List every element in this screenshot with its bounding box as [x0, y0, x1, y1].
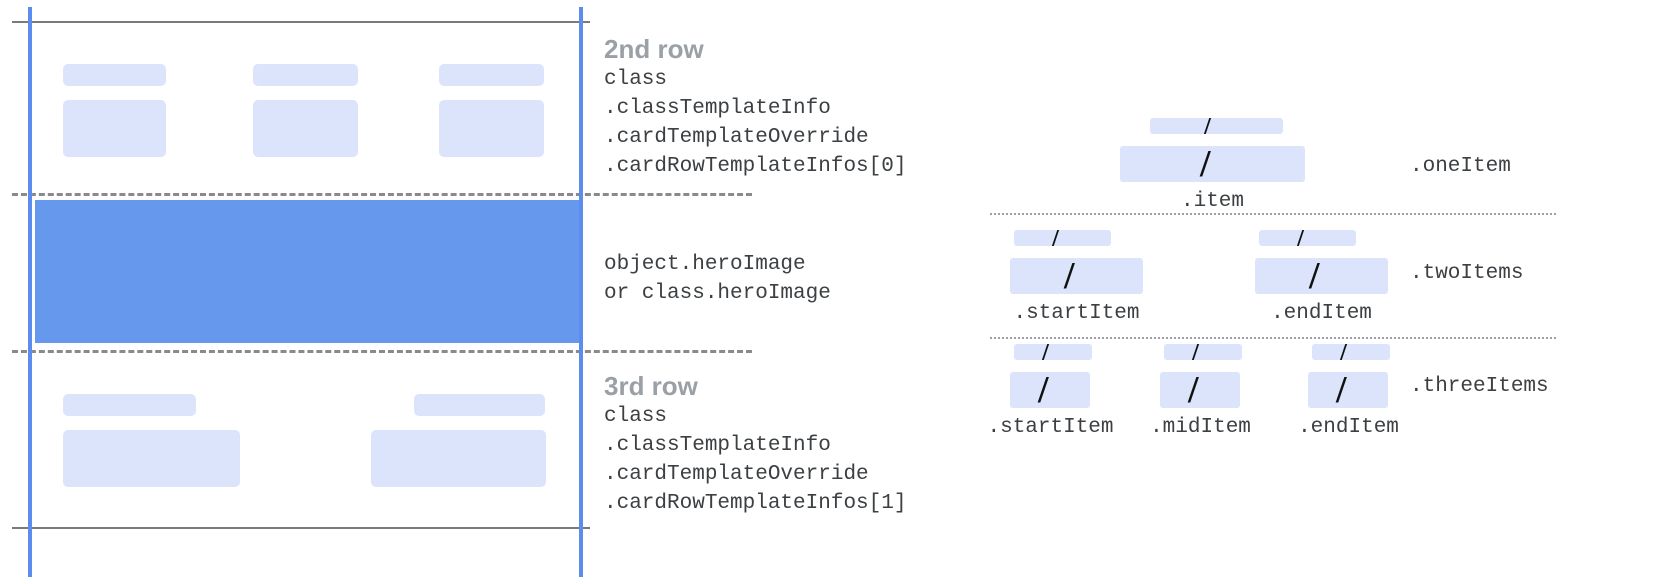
- slash-icon: /: [1297, 230, 1305, 246]
- slot-top-bar: /: [1259, 230, 1356, 246]
- placeholder-label: [439, 64, 544, 86]
- slot-label: .midItem: [1150, 416, 1251, 439]
- annotation-title: 3rd row: [604, 371, 698, 401]
- slot-label: .startItem: [1013, 302, 1140, 325]
- slot-label: .endItem: [1298, 416, 1399, 439]
- slot-label: .item: [1180, 190, 1244, 213]
- placeholder-image: [253, 100, 358, 157]
- slot-label: .startItem: [987, 416, 1114, 439]
- slot-main-bar: /: [1010, 258, 1143, 294]
- card-template-mock: [0, 0, 752, 584]
- card-bottom-rule: [12, 527, 590, 529]
- hero-image-band: [35, 200, 583, 343]
- annotation-code: class .classTemplateInfo .cardTemplateOv…: [604, 405, 907, 515]
- slot-main-bar: /: [1120, 146, 1305, 182]
- placeholder-image: [439, 100, 544, 157]
- variant-label: .twoItems: [1410, 262, 1524, 285]
- slash-icon: /: [1336, 372, 1347, 408]
- row-separator-lower: [12, 350, 752, 353]
- slash-icon: /: [1204, 118, 1212, 134]
- slot-main-bar: /: [1308, 372, 1388, 408]
- variant-separator-1: [990, 213, 1556, 215]
- slot-main-bar: /: [1010, 372, 1090, 408]
- row-separator-upper: [12, 193, 752, 196]
- guide-line-right: [579, 7, 583, 577]
- slot-top-bar: /: [1014, 230, 1111, 246]
- annotation-code: object.heroImage or class.heroImage: [604, 253, 831, 305]
- card-top-rule: [12, 21, 590, 23]
- slot-main-bar: /: [1255, 258, 1388, 294]
- slash-icon: /: [1064, 258, 1075, 294]
- slot-main-bar: /: [1160, 372, 1240, 408]
- slot-top-bar: /: [1312, 344, 1390, 360]
- variant-separator-2: [990, 337, 1556, 339]
- annotation-second-row: 2nd row class .classTemplateInfo .cardTe…: [604, 33, 906, 181]
- annotation-hero: object.heroImage or class.heroImage: [604, 250, 831, 308]
- annotation-third-row: 3rd row class .classTemplateInfo .cardTe…: [604, 370, 906, 518]
- slot-top-bar: /: [1164, 344, 1242, 360]
- slash-icon: /: [1052, 230, 1060, 246]
- placeholder-image: [63, 100, 166, 157]
- slash-icon: /: [1042, 344, 1050, 360]
- placeholder-label: [253, 64, 358, 86]
- slot-top-bar: /: [1150, 118, 1283, 134]
- variant-label: .oneItem: [1410, 155, 1511, 178]
- guide-line-left: [28, 7, 32, 577]
- annotation-code: class .classTemplateInfo .cardTemplateOv…: [604, 68, 907, 178]
- slash-icon: /: [1188, 372, 1199, 408]
- placeholder-label: [414, 394, 545, 416]
- row-template-variants: / / .item .oneItem / / .startItem / /: [960, 0, 1676, 584]
- placeholder-label: [63, 64, 166, 86]
- variant-label: .threeItems: [1410, 375, 1549, 398]
- slash-icon: /: [1200, 146, 1211, 182]
- annotation-title: 2nd row: [604, 34, 704, 64]
- placeholder-image: [63, 430, 240, 487]
- slash-icon: /: [1038, 372, 1049, 408]
- placeholder-image: [371, 430, 546, 487]
- slash-icon: /: [1192, 344, 1200, 360]
- slot-label: .endItem: [1271, 302, 1372, 325]
- slash-icon: /: [1340, 344, 1348, 360]
- slash-icon: /: [1309, 258, 1320, 294]
- slot-top-bar: /: [1014, 344, 1092, 360]
- placeholder-label: [63, 394, 196, 416]
